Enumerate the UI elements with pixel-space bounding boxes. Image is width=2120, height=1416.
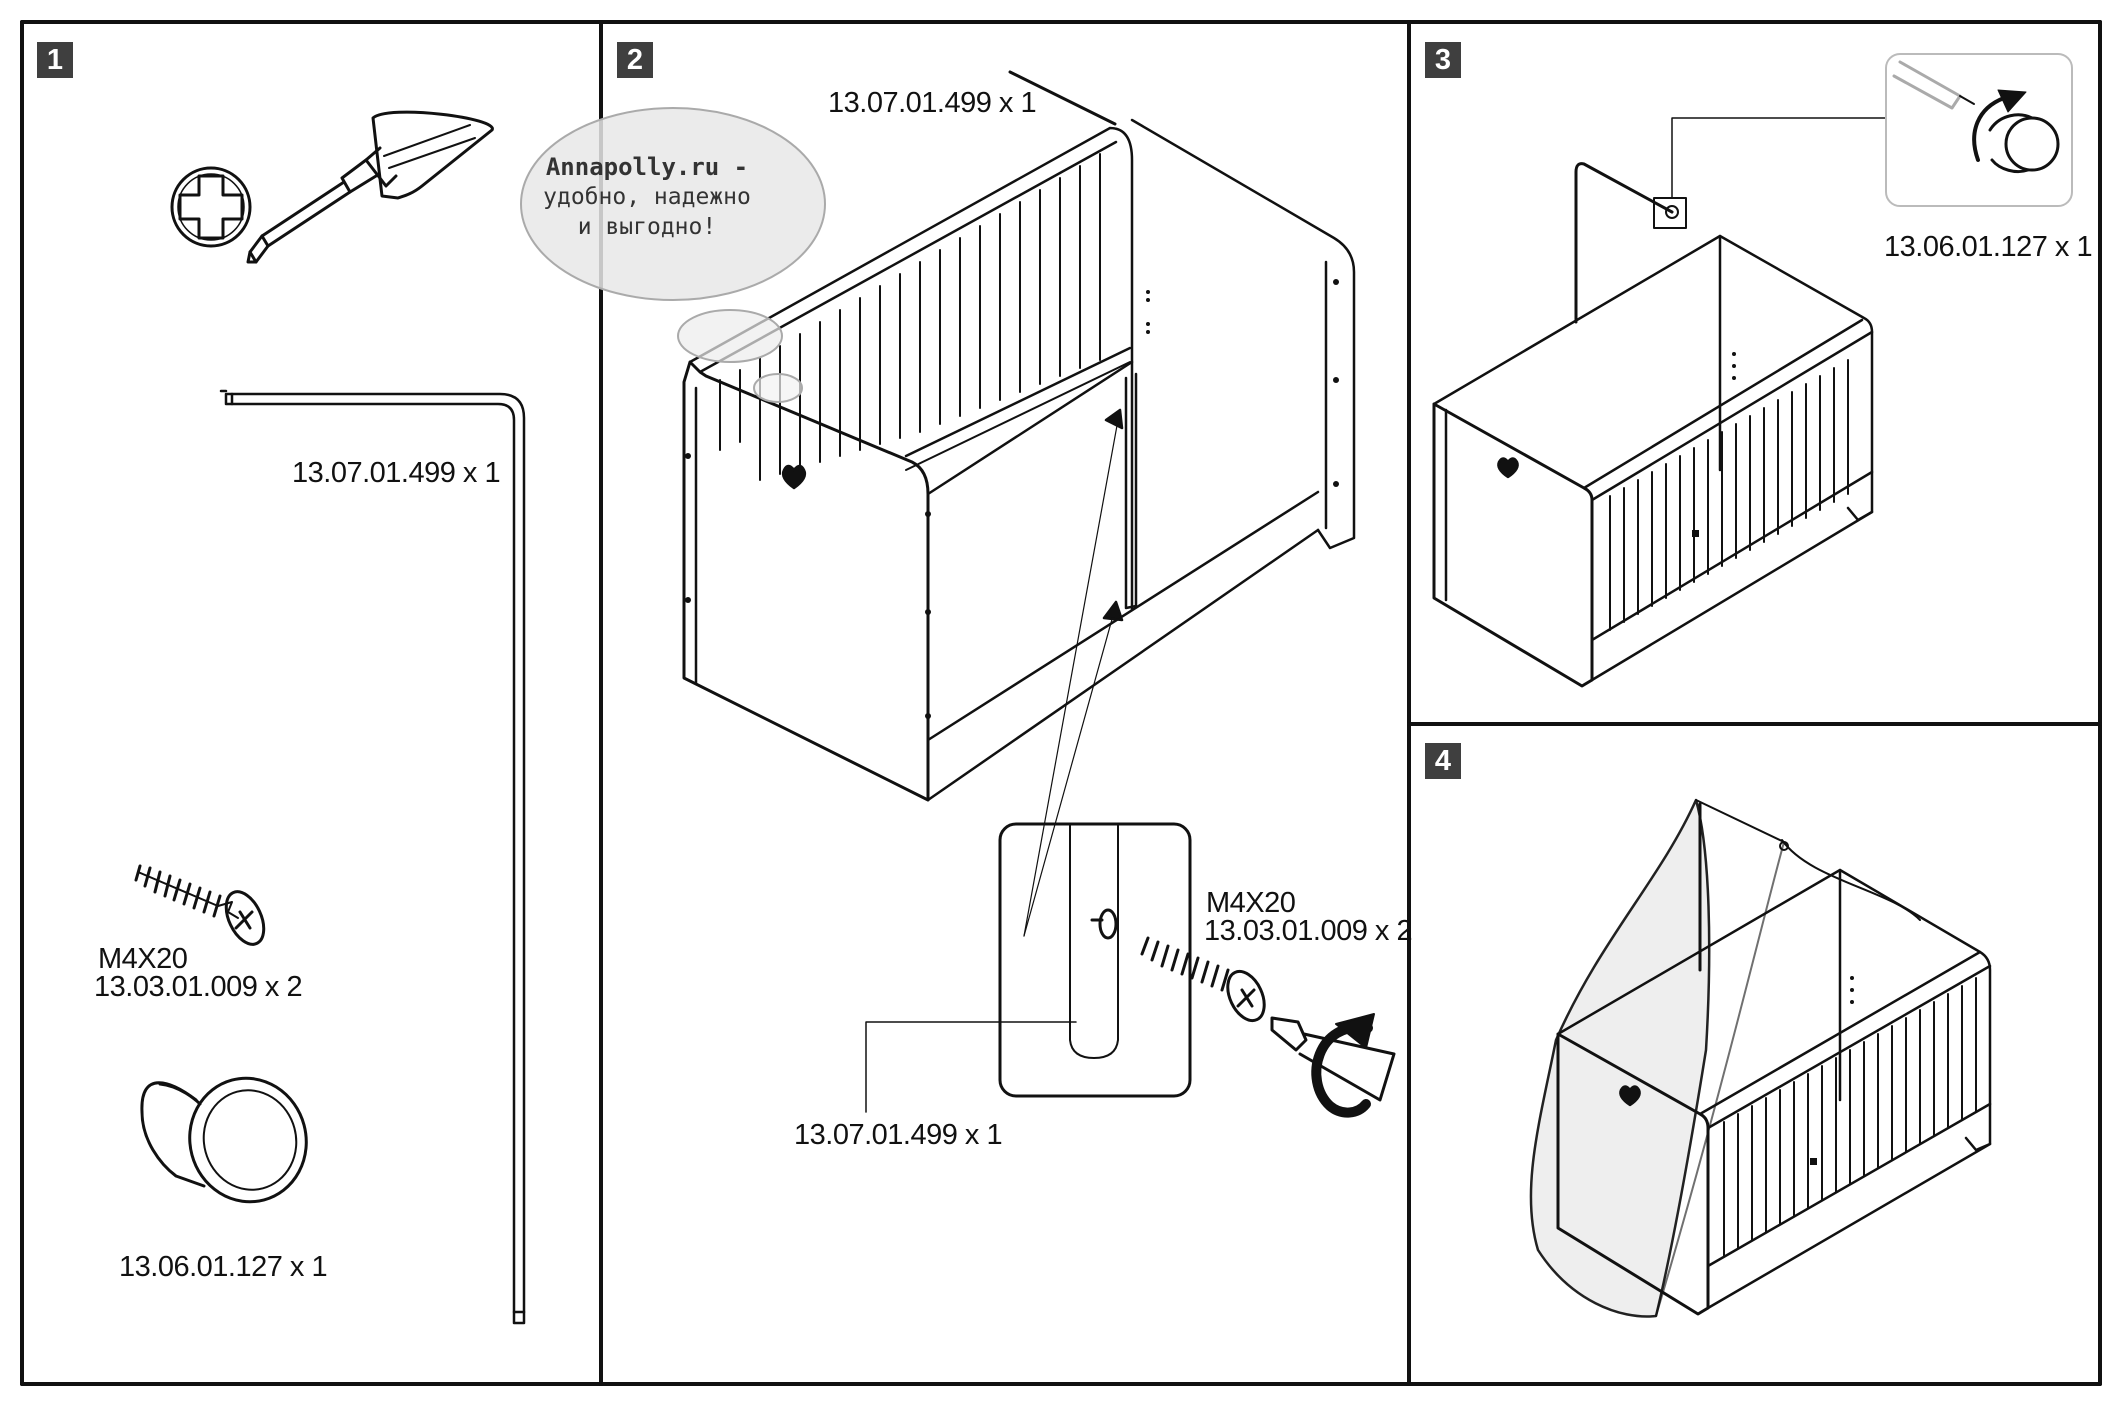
screw-part-label-step2: 13.03.01.009 x 2 — [1204, 915, 1413, 947]
knob-part-label: 13.06.01.127 x 1 — [119, 1251, 328, 1283]
rod-part-label-top: 13.07.01.499 x 1 — [828, 87, 1037, 119]
screwdriver-bit-drawing — [1270, 1016, 1396, 1102]
rod-part-label: 13.07.01.499 x 1 — [292, 457, 501, 489]
crib-drawing-step3 — [1432, 117, 1887, 688]
crib-with-canopy-drawing — [1529, 798, 1992, 1318]
screw-size-label-step2: M4X20 — [1206, 887, 1296, 919]
screw-size-label: M4X20 — [98, 943, 188, 975]
leader-line-step2 — [865, 1021, 1077, 1113]
crib-drawing-step2 — [682, 70, 1356, 937]
detail-box-step2 — [998, 822, 1192, 1098]
step-number-2: 2 — [617, 42, 653, 78]
watermark-title: Annapolly.ru - — [545, 153, 749, 181]
rotate-arrow-icon — [1311, 1013, 1375, 1118]
knob-drawing — [140, 1076, 308, 1204]
screw-m4x20-drawing — [134, 864, 266, 946]
screw-m4x20-detail — [1140, 936, 1266, 1023]
rod-part-label-bottom: 13.07.01.499 x 1 — [794, 1119, 1003, 1151]
heart-logo-icon — [1619, 1085, 1641, 1107]
canopy-rod-drawing — [219, 389, 526, 1325]
phillips-head-icon — [170, 166, 252, 248]
step-number-3: 3 — [1425, 42, 1461, 78]
watermark-line2: удобно, надежно — [543, 184, 751, 210]
knob-part-label-step3: 13.06.01.127 x 1 — [1884, 231, 2093, 263]
watermark-text: Annapolly.ru - удобно, надежно и выгодно… — [527, 152, 767, 242]
screwdriver-icon — [246, 110, 494, 264]
heart-logo-icon — [1497, 457, 1519, 479]
step-number-4: 4 — [1425, 743, 1461, 779]
heart-logo-icon — [781, 464, 807, 490]
detail-box-step3 — [1885, 53, 2073, 207]
screw-part-label: 13.03.01.009 x 2 — [94, 971, 303, 1003]
step-number-1: 1 — [37, 42, 73, 78]
watermark-line3: и выгодно! — [577, 214, 717, 240]
watermark-bubble — [520, 107, 826, 403]
